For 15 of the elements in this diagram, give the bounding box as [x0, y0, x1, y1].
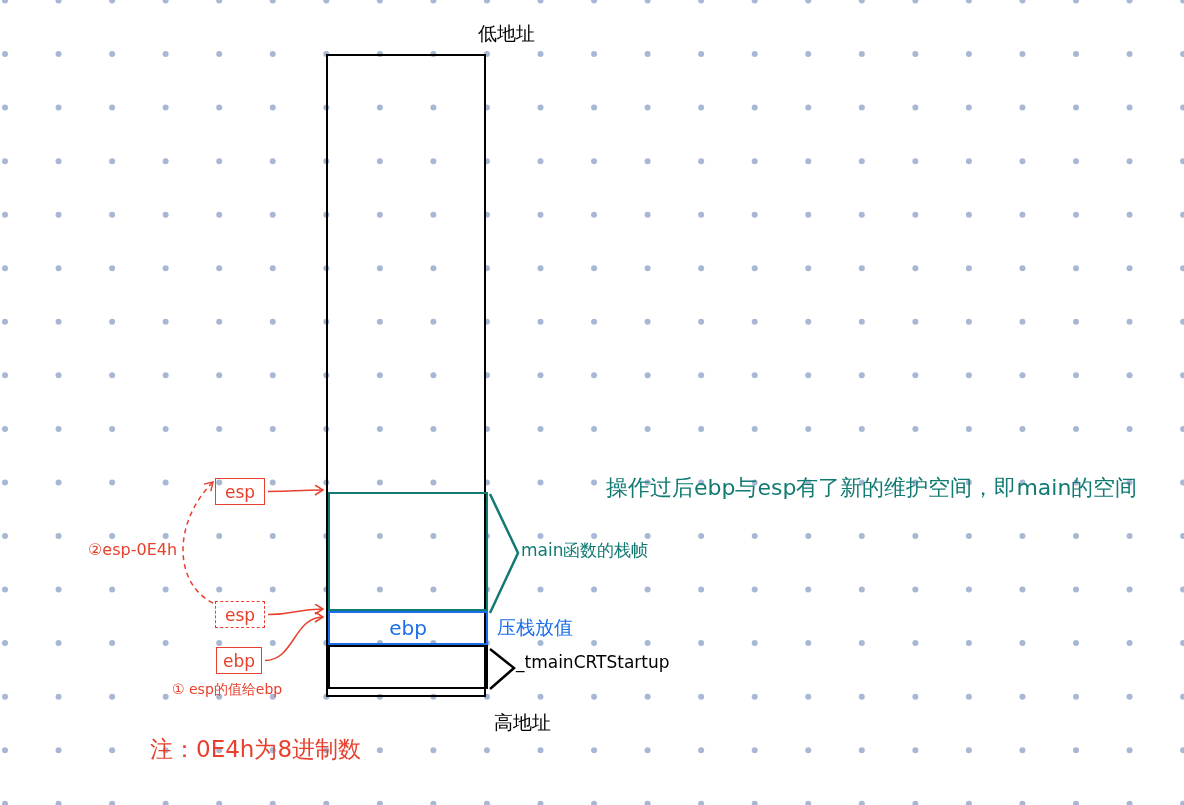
- register-box: esp: [215, 601, 265, 628]
- arrow: [264, 612, 324, 662]
- side-label: 低地址: [478, 24, 535, 43]
- register-box: ebp: [216, 647, 262, 674]
- note-text: 操作过后ebp与esp有了新的维护空间，即main的空间: [606, 477, 1138, 499]
- side-label: 高地址: [494, 713, 551, 732]
- arrow: [267, 603, 324, 616]
- arrow: [182, 481, 214, 604]
- note-text: 注：0E4h为8进制数: [150, 738, 361, 761]
- side-label: main函数的栈帧: [521, 542, 649, 559]
- side-label: _tmainCRTStartup: [516, 654, 670, 671]
- side-label: 压栈放值: [497, 618, 573, 637]
- arrow: [267, 484, 324, 496]
- register-box: esp: [215, 478, 265, 505]
- edge-label: ②esp-0E4h: [88, 541, 178, 559]
